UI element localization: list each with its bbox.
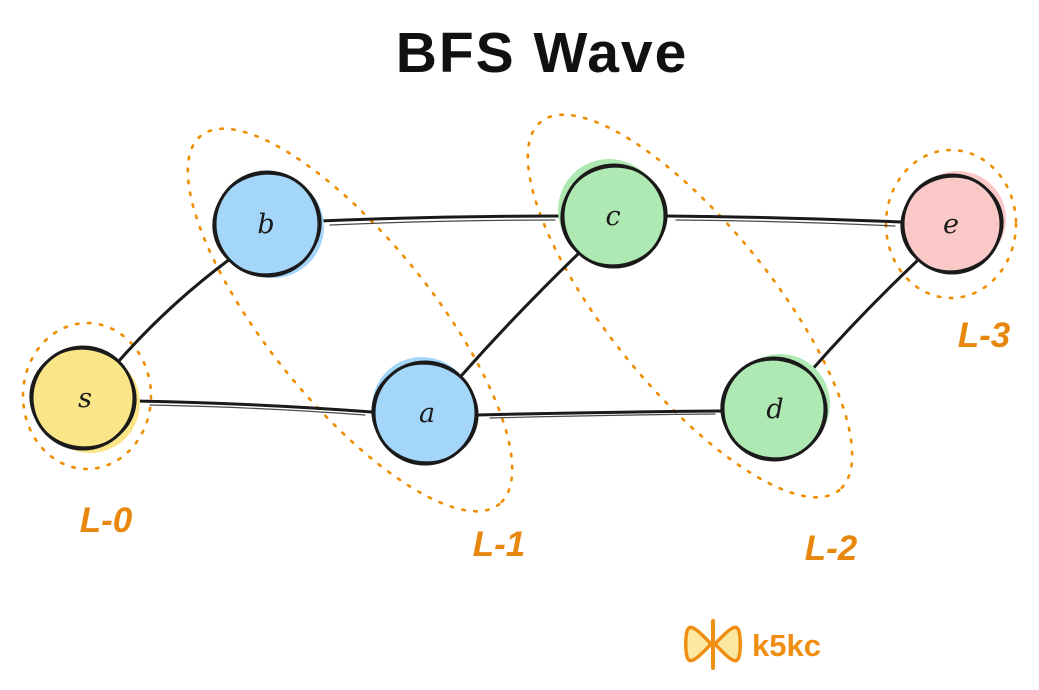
node-b-sketch	[371, 363, 479, 463]
level-label-l3: L-3	[958, 316, 1011, 355]
node-d: d	[720, 354, 830, 462]
butterfly-left-wing	[684, 625, 713, 663]
level-ellipse-l0	[21, 321, 153, 471]
edges	[116, 214, 919, 419]
level-ellipse-l2	[526, 113, 854, 499]
edge-s-a	[116, 257, 232, 364]
edge-b-c	[460, 252, 580, 377]
edge-d-e	[808, 259, 919, 374]
node-a-circle	[213, 170, 321, 278]
node-a-sketch	[212, 173, 322, 275]
node-d-label: d	[766, 394, 783, 425]
node-s: s	[29, 345, 140, 453]
butterfly-right-wing	[713, 625, 742, 663]
level-label-l1: L-1	[473, 525, 526, 564]
edge-b-d	[475, 409, 723, 417]
level-ellipse-l3	[884, 148, 1018, 300]
watermark: k5kc	[684, 619, 821, 670]
node-c-circle	[561, 163, 667, 269]
node-c: c	[558, 159, 668, 269]
node-a: b	[212, 170, 324, 278]
diagram-title: BFS Wave	[396, 21, 689, 85]
node-b-circle	[372, 360, 478, 466]
node-c-label: c	[605, 201, 620, 232]
node-c-sketch	[560, 166, 668, 266]
node-e: e	[900, 171, 1006, 275]
edge-s-b	[132, 399, 374, 414]
node-e-circle	[901, 173, 1003, 275]
watermark-text: k5kc	[752, 628, 821, 663]
edge-c-e-sketch	[675, 219, 896, 227]
node-d-sketch	[720, 359, 828, 459]
node-e-sketch	[900, 176, 1004, 272]
edge-c-e	[664, 214, 903, 224]
level-ellipse-l1	[186, 127, 514, 513]
edge-a-c-sketch	[329, 219, 556, 226]
edge-s-b-sketch	[149, 404, 366, 416]
level-label-l0: L-0	[80, 501, 133, 540]
node-d-circle	[721, 356, 827, 462]
node-s-label: s	[78, 383, 92, 414]
edge-a-c	[318, 214, 563, 223]
node-b: a	[371, 357, 479, 466]
level-label-l2: L-2	[805, 529, 858, 568]
node-a-label: b	[257, 209, 274, 240]
node-s-circle	[30, 345, 136, 451]
node-b-label: a	[419, 398, 435, 429]
node-s-sketch	[29, 348, 137, 448]
edge-b-d-sketch	[489, 413, 716, 419]
node-e-label: e	[943, 209, 959, 240]
butterfly-icon	[684, 619, 742, 670]
